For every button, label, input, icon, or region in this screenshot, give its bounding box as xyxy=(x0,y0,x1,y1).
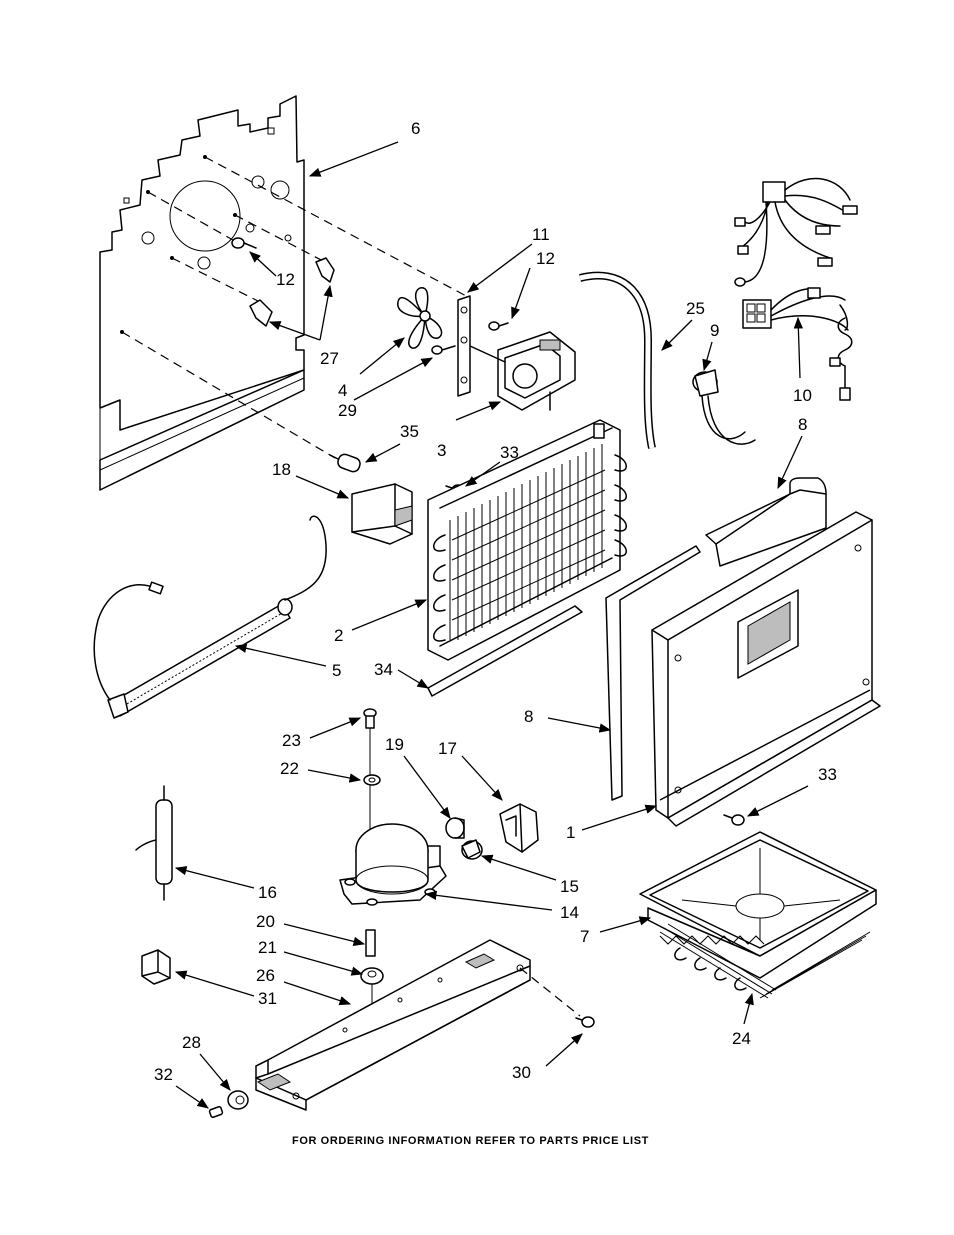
callout-17: 17 xyxy=(438,739,457,758)
compressor xyxy=(340,824,446,905)
callout-24: 24 xyxy=(732,1029,751,1048)
rear-panel xyxy=(100,96,304,490)
ordering-footer-note: FOR ORDERING INFORMATION REFER TO PARTS … xyxy=(292,1135,649,1147)
callout-18: 18 xyxy=(272,460,291,479)
terminal-cover xyxy=(352,484,412,544)
rubber-foot xyxy=(228,1091,248,1109)
callout-30: 30 xyxy=(512,1063,531,1082)
filter-dryer xyxy=(136,786,172,900)
callout-7: 7 xyxy=(580,927,589,946)
callout-20: 20 xyxy=(256,912,275,931)
callout-27: 27 xyxy=(320,349,339,368)
callout-16: 16 xyxy=(258,883,277,902)
callout-34: 34 xyxy=(374,660,393,679)
pin xyxy=(209,1106,223,1118)
relay xyxy=(142,950,170,984)
callout-12: 12 xyxy=(536,249,555,268)
callout-3: 3 xyxy=(437,441,446,460)
compressor-bolt xyxy=(364,709,376,832)
overload-relay xyxy=(446,818,464,838)
callout-23: 23 xyxy=(282,731,301,750)
callout-10: 10 xyxy=(793,386,812,405)
screw xyxy=(432,346,455,354)
callout-33: 33 xyxy=(818,765,837,784)
defrost-sensor xyxy=(330,453,362,474)
thermostat xyxy=(693,370,755,444)
callout-2: 2 xyxy=(334,626,343,645)
mounting-sleeve xyxy=(366,930,375,956)
callout-25: 25 xyxy=(686,299,705,318)
callout-19: 19 xyxy=(385,735,404,754)
callout-8: 8 xyxy=(798,415,807,434)
callout-28: 28 xyxy=(182,1033,201,1052)
callout-35: 35 xyxy=(400,422,419,441)
evaporator-cover xyxy=(652,478,880,826)
screw xyxy=(489,322,508,330)
start-capacitor xyxy=(462,840,482,859)
clip xyxy=(316,258,334,282)
callout-31: 31 xyxy=(258,989,277,1008)
fan-bracket xyxy=(458,296,470,396)
screw xyxy=(724,815,744,825)
callout-12: 12 xyxy=(276,270,295,289)
callout-1: 1 xyxy=(566,823,575,842)
relay-bracket xyxy=(500,804,538,852)
callout-4: 4 xyxy=(338,381,347,400)
wiring-harness xyxy=(735,179,857,400)
callout-32: 32 xyxy=(154,1065,173,1084)
callout-21: 21 xyxy=(258,938,277,957)
callout-9: 9 xyxy=(710,321,719,340)
callout-33: 33 xyxy=(500,443,519,462)
screw xyxy=(520,968,594,1027)
callout-29: 29 xyxy=(338,401,357,420)
washer xyxy=(364,775,380,785)
callout-6: 6 xyxy=(411,119,420,138)
callout-14: 14 xyxy=(560,903,579,922)
evaporator-coil xyxy=(428,420,626,660)
callout-5: 5 xyxy=(332,661,341,680)
drain-tube xyxy=(580,276,652,448)
callout-11: 11 xyxy=(532,225,550,244)
callout-15: 15 xyxy=(560,877,579,896)
defrost-heater xyxy=(94,516,326,718)
callout-22: 22 xyxy=(280,759,299,778)
callout-26: 26 xyxy=(256,966,275,985)
callout-8: 8 xyxy=(524,707,533,726)
compressor-base-plate xyxy=(256,940,530,1110)
fan-blade xyxy=(398,288,442,348)
fan-motor xyxy=(470,332,575,410)
